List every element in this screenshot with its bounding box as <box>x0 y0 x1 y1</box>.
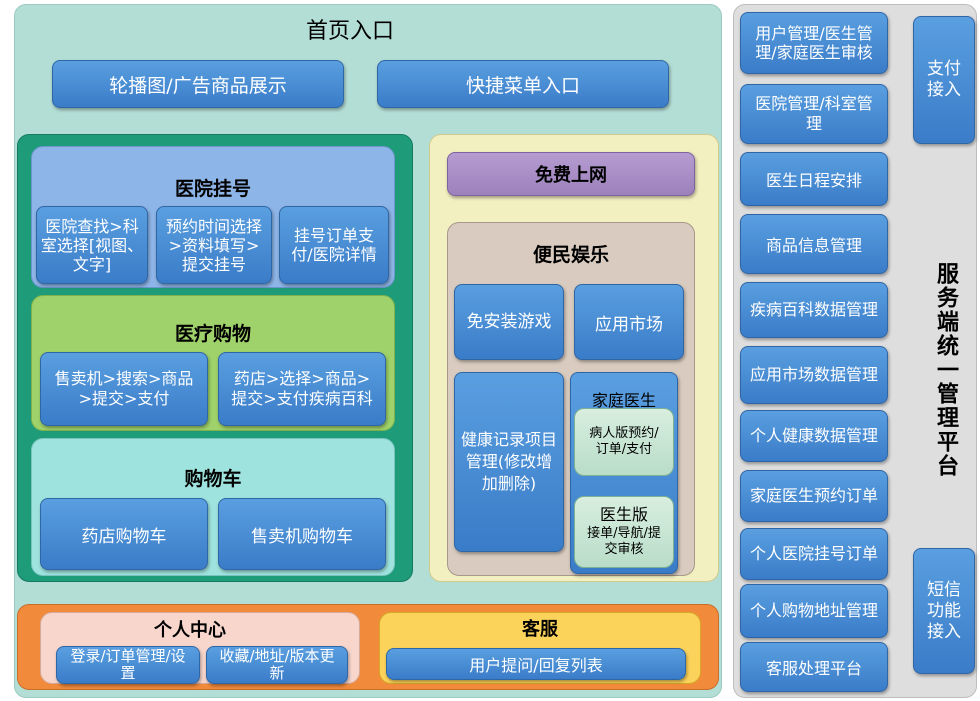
quick-menu-button[interactable]: 快捷菜单入口 <box>377 60 669 108</box>
free-wifi-button[interactable]: 免费上网 <box>447 152 695 196</box>
login-orders-button[interactable]: 登录/订单管理/设置 <box>56 646 200 684</box>
health-record-label: 健康记录项目管理(修改增加删除) <box>461 430 558 493</box>
question-list-label: 用户提问/回复列表 <box>469 656 603 675</box>
app-market-label: 应用市场 <box>595 314 663 335</box>
server-title: 服务端统一管理平台 <box>933 262 958 478</box>
game-label: 免安装游戏 <box>466 312 552 332</box>
server-item-hospital-mgmt[interactable]: 医院管理/科室管理 <box>740 84 888 144</box>
hospital-reg-title: 医院挂号 <box>174 177 251 200</box>
server-item-label: 商品信息管理 <box>765 236 862 255</box>
server-item-user-mgmt[interactable]: 用户管理/医生管理/家庭医生审核 <box>740 12 888 74</box>
server-item-list: 用户管理/医生管理/家庭医生审核 医院管理/科室管理 医生日程安排 商品信息管理… <box>740 12 888 694</box>
carousel-label: 轮播图/广告商品展示 <box>109 74 287 97</box>
server-item-product-info[interactable]: 商品信息管理 <box>740 214 888 274</box>
reg-order-pay-button[interactable]: 挂号订单支付/医院详情 <box>279 206 389 284</box>
pharmacy-cart-label: 药店购物车 <box>81 526 167 547</box>
favorites-label: 收藏/地址/版本更新 <box>219 647 335 682</box>
favorites-button[interactable]: 收藏/地址/版本更新 <box>206 646 348 684</box>
server-item-label: 医院管理/科室管理 <box>755 94 873 133</box>
entertainment-title: 便民娱乐 <box>532 243 609 266</box>
server-item-family-doctor-orders[interactable]: 家庭医生预约订单 <box>740 470 888 522</box>
server-item-label: 应用市场数据管理 <box>749 365 878 384</box>
pharmacy-cart-button[interactable]: 药店购物车 <box>40 498 208 570</box>
server-item-label: 家庭医生预约订单 <box>749 486 878 505</box>
server-item-label: 个人健康数据管理 <box>749 426 878 445</box>
appointment-time-button[interactable]: 预约时间选择>资料填写>提交挂号 <box>156 206 272 284</box>
family-doctor-title: 家庭医生 <box>591 391 656 410</box>
home-title: 首页入口 <box>305 19 394 44</box>
server-item-app-market-data[interactable]: 应用市场数据管理 <box>740 346 888 404</box>
reg-order-pay-label: 挂号订单支付/医院详情 <box>291 226 377 264</box>
sms-label: 短信功能接入 <box>927 579 961 642</box>
carousel-button[interactable]: 轮播图/广告商品展示 <box>52 60 344 108</box>
payment-button[interactable]: 支付接入 <box>913 16 975 144</box>
personal-title: 个人中心 <box>154 620 226 641</box>
server-item-disease-data[interactable]: 疾病百科数据管理 <box>740 282 888 338</box>
vending-flow-label: 售卖机>搜索>商品>提交>支付 <box>54 369 194 408</box>
patient-version-label: 病人版预约/订单/支付 <box>589 426 659 457</box>
hospital-search-label: 医院查找>科室选择[视图、文字] <box>40 216 144 274</box>
patient-version-button[interactable]: 病人版预约/订单/支付 <box>574 408 674 476</box>
question-list-button[interactable]: 用户提问/回复列表 <box>386 648 686 680</box>
vending-flow-button[interactable]: 售卖机>搜索>商品>提交>支付 <box>40 352 208 426</box>
cart-title: 购物车 <box>184 467 242 490</box>
server-item-label: 个人医院挂号订单 <box>749 544 878 563</box>
server-item-label: 疾病百科数据管理 <box>749 300 878 319</box>
game-button[interactable]: 免安装游戏 <box>454 284 564 360</box>
server-item-doctor-schedule[interactable]: 医生日程安排 <box>740 152 888 206</box>
login-orders-label: 登录/订单管理/设置 <box>70 647 186 682</box>
appointment-time-label: 预约时间选择>资料填写>提交挂号 <box>165 216 262 274</box>
quick-menu-label: 快捷菜单入口 <box>465 74 580 97</box>
doctor-version-title: 医生版 <box>599 504 648 524</box>
payment-label: 支付接入 <box>927 59 961 100</box>
app-market-button[interactable]: 应用市场 <box>574 284 684 360</box>
server-item-service-platform[interactable]: 客服处理平台 <box>740 642 888 692</box>
sms-button[interactable]: 短信功能接入 <box>913 548 975 674</box>
vending-cart-button[interactable]: 售卖机购物车 <box>218 498 386 570</box>
server-item-label: 个人购物地址管理 <box>749 601 878 620</box>
health-record-button[interactable]: 健康记录项目管理(修改增加删除) <box>454 372 564 552</box>
doctor-version-button[interactable]: 医生版 接单/导航/提交审核 <box>574 496 674 568</box>
pharmacy-flow-button[interactable]: 药店>选择>商品>提交>支付疾病百科 <box>218 352 386 426</box>
doctor-version-label: 接单/导航/提交审核 <box>587 525 661 557</box>
server-item-reg-orders[interactable]: 个人医院挂号订单 <box>740 528 888 580</box>
free-wifi-label: 免费上网 <box>535 165 607 186</box>
server-item-address-mgmt[interactable]: 个人购物地址管理 <box>740 584 888 638</box>
server-item-health-data[interactable]: 个人健康数据管理 <box>740 410 888 462</box>
hospital-search-button[interactable]: 医院查找>科室选择[视图、文字] <box>36 206 148 284</box>
vending-cart-label: 售卖机购物车 <box>251 526 353 547</box>
server-item-label: 医生日程安排 <box>765 171 862 190</box>
service-title: 客服 <box>522 619 558 640</box>
server-item-label: 用户管理/医生管理/家庭医生审核 <box>755 24 873 62</box>
server-item-label: 客服处理平台 <box>765 659 862 678</box>
pharmacy-flow-label: 药店>选择>商品>提交>支付疾病百科 <box>231 369 373 408</box>
medical-shop-title: 医疗购物 <box>174 322 251 345</box>
